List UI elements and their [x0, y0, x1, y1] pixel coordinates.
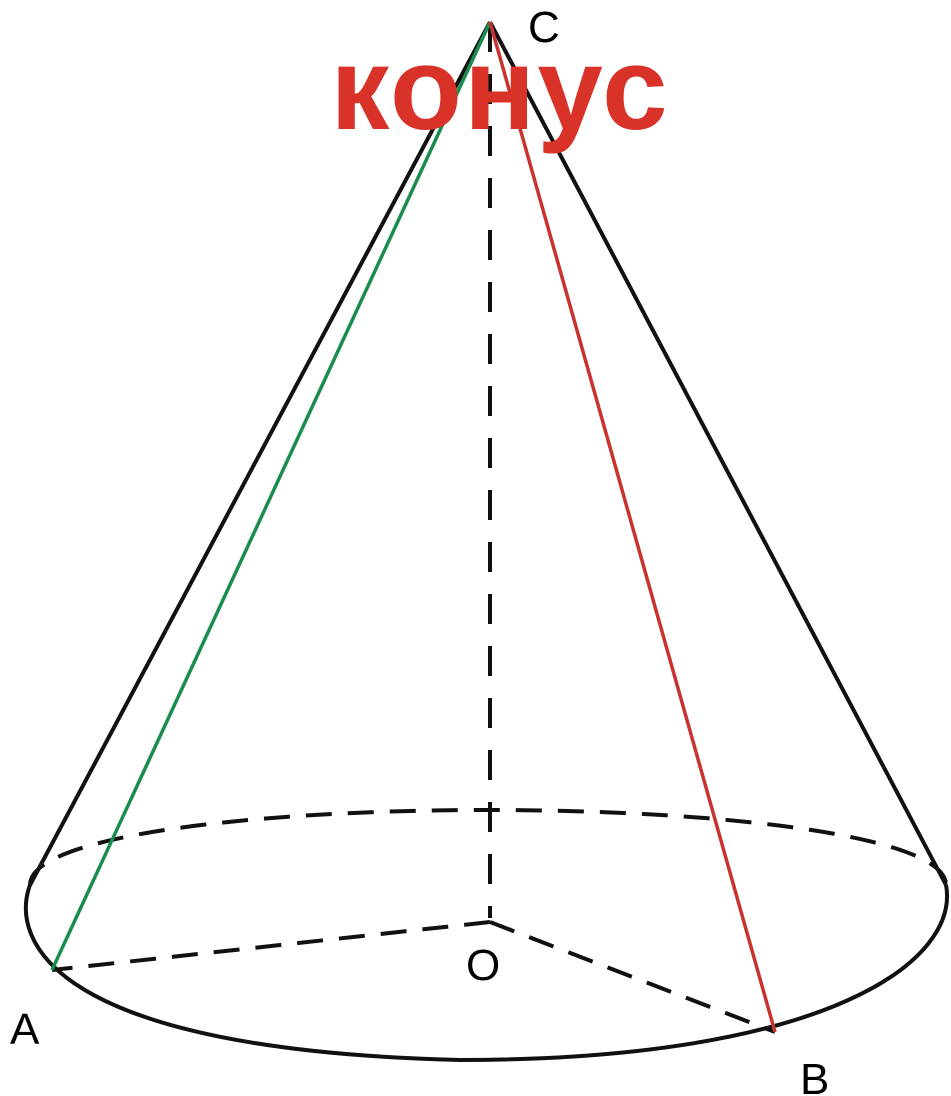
right-slant-line [488, 21, 948, 886]
generatrix-ca-green [50, 21, 492, 971]
generatrix-cb-red [488, 21, 777, 1033]
left-slant-line [28, 21, 492, 886]
radius-oa-dashed [51, 920, 491, 972]
diagram-title: конус [330, 23, 670, 155]
base-front-arc [23, 884, 949, 1063]
point-label-a: A [10, 1005, 40, 1054]
point-label-c: C [528, 3, 560, 52]
point-label-b: B [800, 1055, 830, 1096]
point-label-o: O [466, 941, 501, 990]
radius-ob-dashed [489, 920, 776, 1034]
